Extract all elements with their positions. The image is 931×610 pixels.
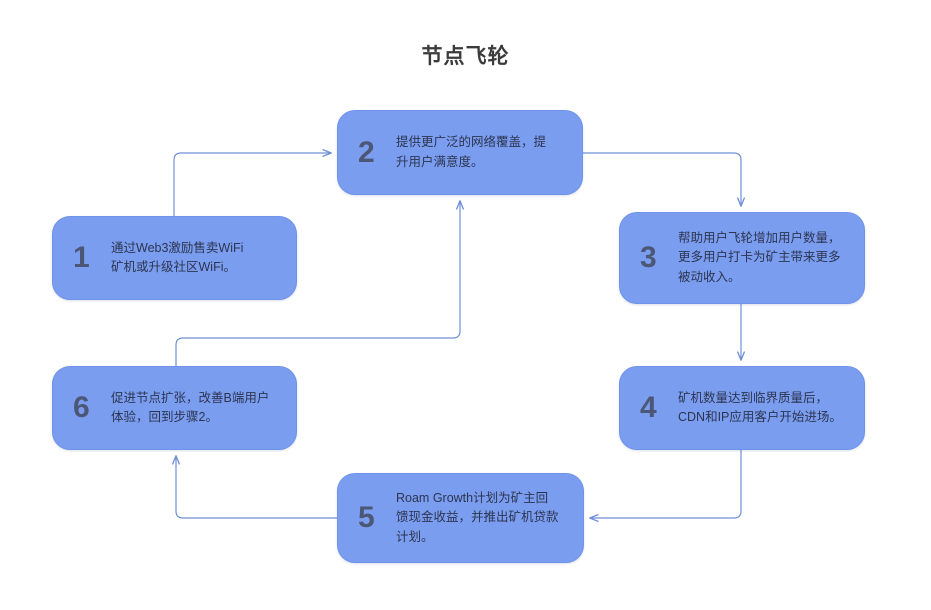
flow-node-2[interactable]: 2 提供更广泛的网络覆盖，提 升用户满意度。 [337, 110, 583, 195]
flow-node-4[interactable]: 4 矿机数量达到临界质量后， CDN和IP应用客户开始进场。 [619, 366, 865, 450]
edge-1-to-2 [173, 153, 331, 216]
flow-node-1-text: 通过Web3激励售卖WiFi 矿机或升级社区WiFi。 [111, 240, 244, 274]
flow-node-6[interactable]: 6 促进节点扩张，改善B端用户 体验，回到步骤2。 [52, 366, 297, 450]
flow-node-2-number: 2 [358, 135, 375, 169]
edge-2-to-3 [583, 152, 741, 206]
flow-node-5-text: Roam Growth计划为矿主回 馈现金收益，并推出矿机贷款 计划。 [396, 490, 559, 544]
flow-node-6-number: 6 [73, 391, 90, 424]
flow-node-1-number: 1 [73, 241, 90, 274]
flow-node-1[interactable]: 1 通过Web3激励售卖WiFi 矿机或升级社区WiFi。 [52, 216, 297, 300]
flow-node-5[interactable]: 5 Roam Growth计划为矿主回 馈现金收益，并推出矿机贷款 计划。 [337, 473, 584, 563]
flow-node-4-number: 4 [640, 391, 657, 424]
flow-node-2-text: 提供更广泛的网络覆盖，提 升用户满意度。 [396, 135, 547, 169]
page-title: 节点飞轮 [421, 45, 510, 68]
edge-6-to-2 [175, 201, 460, 366]
flow-node-3-text: 帮助用户飞轮增加用户数量， 更多用户打卡为矿主带来更多 被动收入。 [678, 230, 841, 284]
flow-node-3[interactable]: 3 帮助用户飞轮增加用户数量， 更多用户打卡为矿主带来更多 被动收入。 [619, 212, 865, 304]
flow-node-6-text: 促进节点扩张，改善B端用户 体验，回到步骤2。 [111, 390, 270, 424]
flow-node-4-text: 矿机数量达到临界质量后， CDN和IP应用客户开始进场。 [678, 390, 842, 424]
flow-node-5-number: 5 [358, 501, 375, 534]
edge-5-to-6 [176, 456, 337, 519]
edge-4-to-5 [590, 450, 742, 518]
flow-node-3-number: 3 [640, 241, 657, 274]
